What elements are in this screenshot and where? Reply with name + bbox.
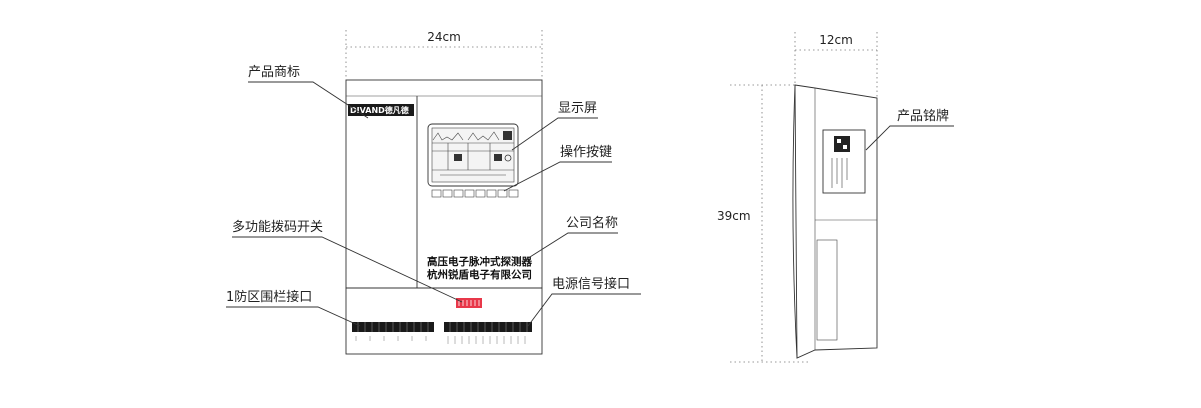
zone-terminal-slots [357, 322, 429, 332]
depth-label: 12cm [819, 33, 853, 47]
key-8 [508, 189, 519, 198]
leader-display [511, 117, 598, 151]
leader-dip [232, 236, 463, 303]
callout-power-port: 电源信号接口 [552, 276, 630, 292]
key-2 [442, 189, 453, 198]
display-wave-2 [467, 131, 500, 141]
side-profile [794, 84, 878, 359]
brand-logo-box [348, 104, 414, 116]
leader-power [527, 293, 641, 327]
side-front-curve [792, 84, 798, 359]
operation-keys [431, 189, 519, 198]
callout-keys: 操作按键 [560, 144, 612, 160]
callout-zone-port: 1防区围栏接口 [226, 289, 312, 305]
nameplate-qr-code [834, 136, 850, 152]
display-status-icon [504, 154, 512, 162]
leader-nameplate [865, 125, 954, 151]
power-terminal-slots [449, 322, 528, 332]
leader-zone [226, 306, 361, 327]
key-5 [475, 189, 486, 198]
display-speaker-icon [454, 154, 462, 161]
key-6 [486, 189, 497, 198]
plate-line-1: 高压电子脉冲式探测器 [427, 255, 532, 268]
leader-company [521, 232, 618, 263]
terminal-section [345, 287, 543, 355]
callout-dip-switch: 多功能拨码开关 [232, 219, 323, 235]
plate-line-2: 杭州锐盾电子有限公司 [427, 268, 532, 281]
front-view: 24cm DIVAND德凡德 [226, 30, 641, 355]
power-terminal-block [444, 322, 532, 332]
dip-switch-pins [458, 300, 480, 306]
key-3 [453, 189, 464, 198]
callout-company: 公司名称 [566, 215, 618, 231]
callout-display: 显示屏 [558, 101, 597, 116]
leader-brand [248, 81, 369, 119]
display-frame [427, 123, 519, 187]
key-1 [431, 189, 442, 198]
height-label: 39cm [717, 209, 751, 223]
display-speaker-icon-2 [494, 154, 502, 161]
side-view: 12cm 39cm 产品铭牌 [717, 32, 954, 363]
brand-logo: DIVAND德凡德 [350, 105, 409, 115]
width-label: 24cm [427, 30, 461, 44]
dip-switch [456, 298, 482, 308]
key-4 [464, 189, 475, 198]
leader-keys [503, 161, 612, 192]
display-chip [503, 131, 512, 140]
nameplate [822, 129, 866, 194]
callout-nameplate: 产品铭牌 [897, 108, 949, 124]
terminal-pin-marks [355, 336, 526, 344]
display-wave-1 [432, 132, 464, 141]
side-lower-panel [816, 239, 838, 341]
callout-brand: 产品商标 [248, 65, 300, 80]
key-7 [497, 189, 508, 198]
